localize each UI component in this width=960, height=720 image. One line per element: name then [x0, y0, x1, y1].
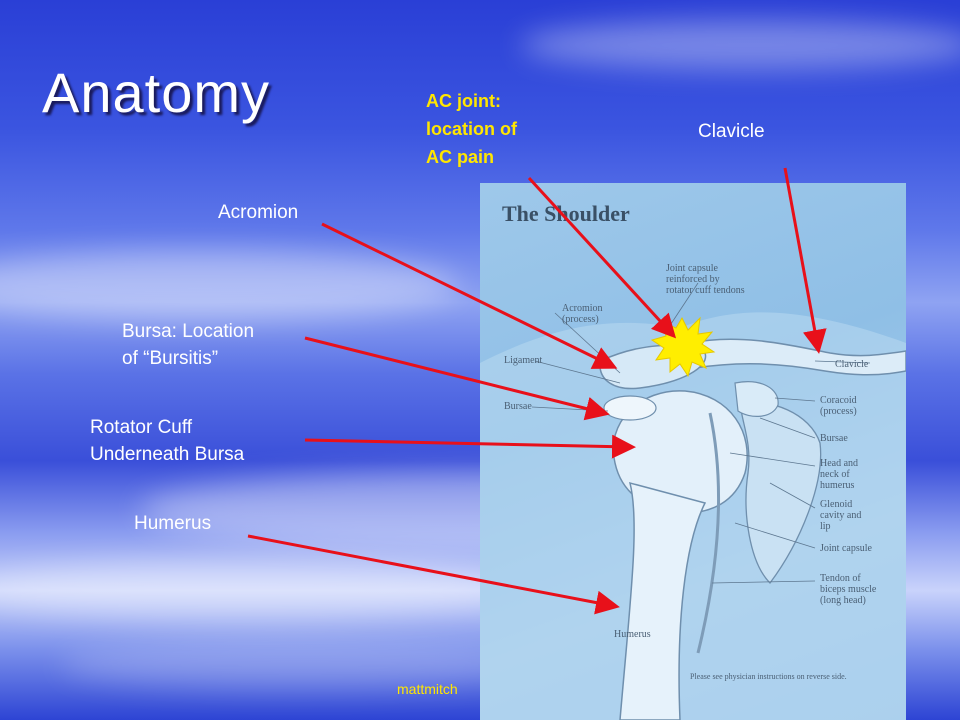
acromion-process-label: Acromion (process) — [562, 303, 603, 325]
ac-joint-arrow — [527, 176, 677, 339]
clavicle-arrow — [783, 167, 827, 354]
slide-title: Anatomy — [42, 61, 270, 124]
humerus-diagram-label: Humerus — [614, 629, 651, 640]
rotator-cuff-label: Rotator Cuff Underneath Bursa — [90, 417, 245, 465]
shoulder-diagram-photo: The Shoulder Joint capsule reinforced by… — [480, 183, 906, 720]
diagram-title: The Shoulder — [502, 201, 630, 226]
biceps-tendon — [696, 412, 721, 654]
bursae-right-label: Bursae — [820, 433, 848, 444]
coracoid-process — [734, 381, 779, 417]
ac-joint-label: AC joint: location of AC pain — [426, 91, 517, 167]
head-neck-label: Head and neck of humerus — [820, 458, 859, 491]
bursae-left-label: Bursae — [504, 401, 532, 412]
clavicle-label: Clavicle — [698, 121, 765, 142]
humerus-label: Humerus — [134, 513, 212, 534]
acromion-label: Acromion — [218, 202, 299, 223]
ac-pain-burst-icon — [650, 316, 716, 378]
cloud-streak — [60, 640, 540, 690]
joint-capsule-label: Joint capsule — [820, 543, 872, 554]
acromion-arrow — [321, 222, 618, 369]
humerus-arrow — [247, 534, 620, 615]
clavicle-bone — [689, 338, 906, 376]
ligament-label: Ligament — [504, 355, 543, 366]
clavicle-diagram-label: Clavicle — [835, 359, 869, 370]
humerus-shaft — [619, 481, 707, 720]
cloud-streak — [0, 250, 460, 320]
glenoid-label: Glenoid cavity and lip — [820, 499, 862, 532]
bursa-arrow — [304, 336, 610, 421]
rotator-cuff-arrow — [304, 434, 636, 459]
coracoid-label: Coracoid (process) — [820, 395, 857, 417]
bursa-label: Bursa: Location of “Bursitis” — [122, 321, 255, 369]
cloud-streak — [520, 20, 960, 70]
tendon-label: Tendon of biceps muscle (long head) — [820, 573, 877, 606]
joint-capsule-top-label: Joint capsule reinforced by rotator cuff… — [666, 263, 745, 296]
scapula — [739, 401, 822, 584]
footer-credit: mattmitch — [397, 681, 458, 697]
footnote-label: Please see physician instructions on rev… — [690, 672, 847, 681]
